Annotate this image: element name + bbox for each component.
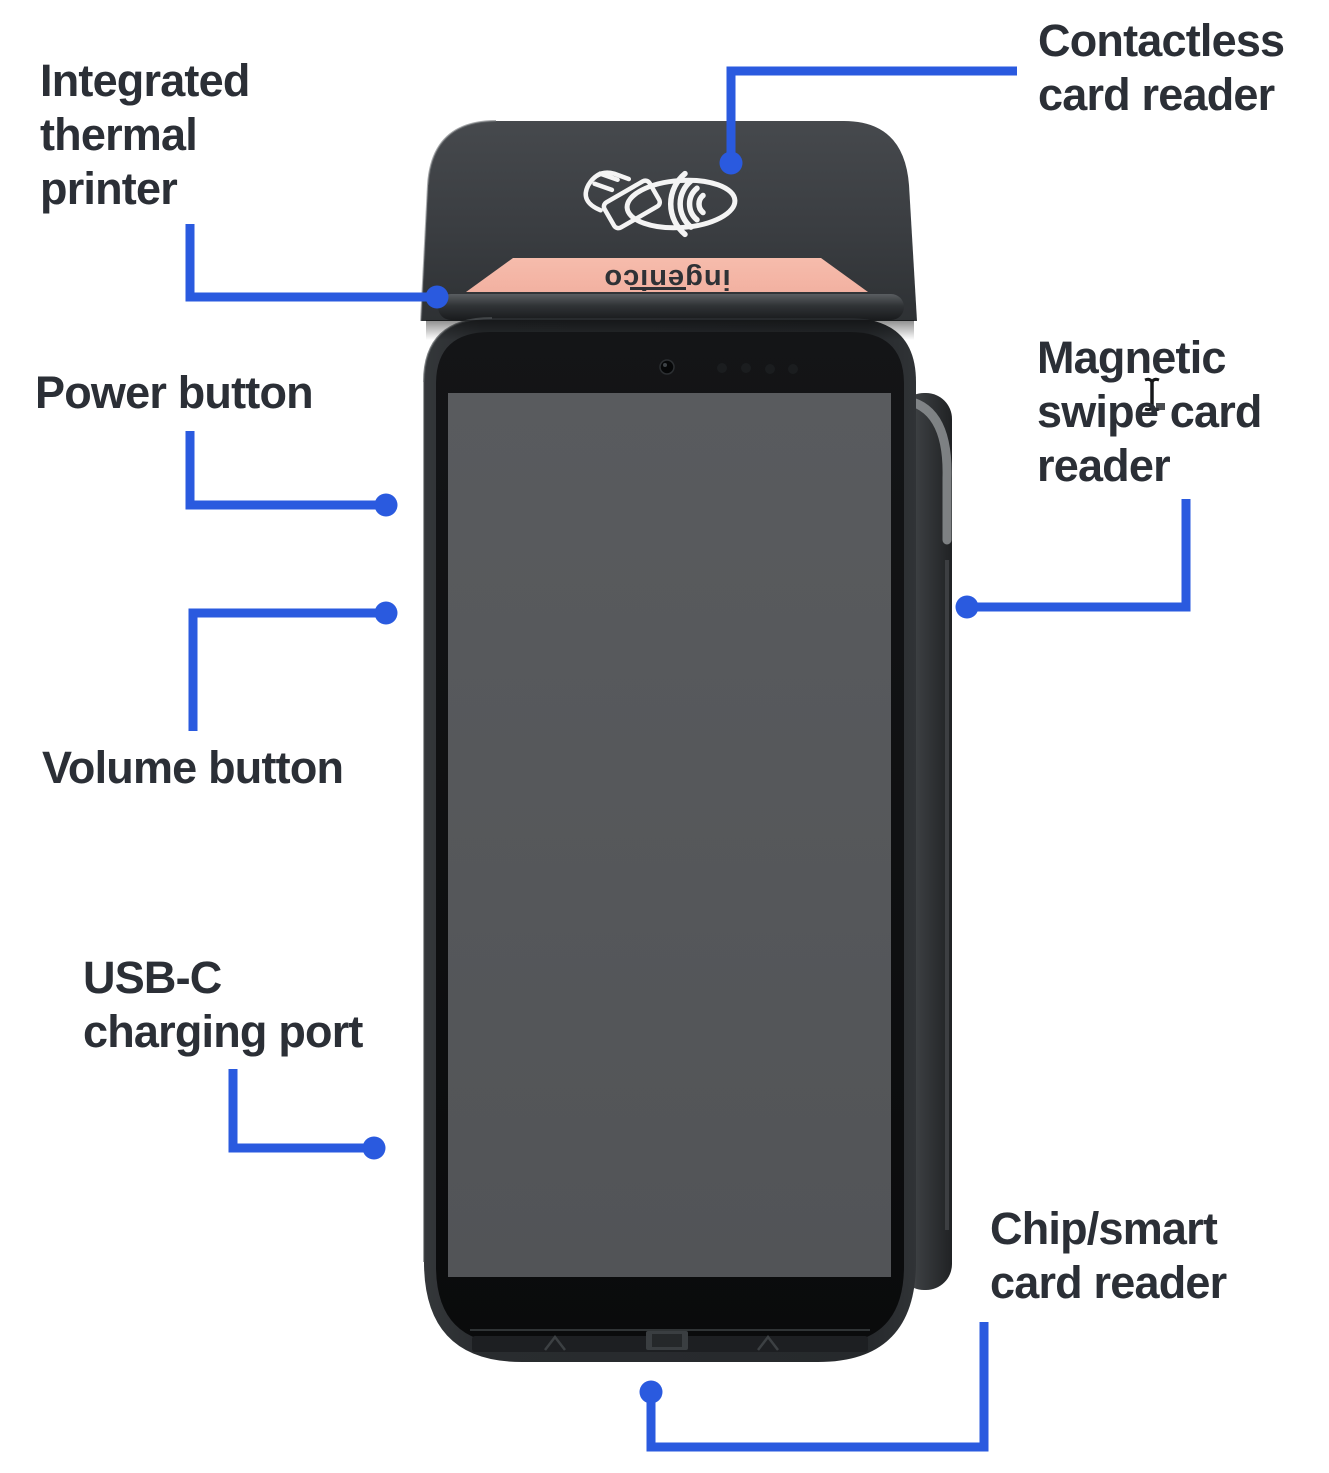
label-line: Integrated: [40, 55, 250, 106]
label-line: Chip/smart: [990, 1203, 1218, 1254]
label-chip-smart-card-reader: Chip/smart card reader: [990, 1202, 1227, 1310]
screen: [448, 393, 891, 1277]
label-magnetic-swipe-card-reader: Magnetic swipe card reader: [1037, 331, 1262, 493]
front-camera-icon: [659, 359, 675, 375]
paper-slot-lip: [438, 294, 904, 320]
label-line: thermal: [40, 109, 198, 160]
label-line: Magnetic: [1037, 332, 1226, 383]
callout-line-chip-reader: [646, 1322, 989, 1452]
label-volume-button: Volume button: [42, 741, 344, 795]
label-line: charging port: [83, 1006, 363, 1057]
label-power-button: Power button: [35, 366, 314, 420]
label-line: Volume button: [42, 742, 344, 793]
callout-dot-chip-reader: [639, 1380, 663, 1404]
callout-line-thermal-printer: [185, 224, 437, 302]
label-line: reader: [1037, 440, 1171, 491]
label-line: card reader: [990, 1257, 1227, 1308]
callout-dot-volume-button: [374, 601, 398, 625]
contactless-payment-icon: [583, 170, 738, 238]
text-cursor-icon: [1144, 377, 1165, 412]
label-line: card reader: [1038, 69, 1275, 120]
printer-paper-band: [466, 258, 868, 292]
callout-dot-thermal-printer: [425, 285, 449, 309]
callout-dot-usb-c-port: [362, 1136, 386, 1160]
callout-line-contactless-reader: [726, 66, 1017, 163]
label-contactless-card-reader: Contactless card reader: [1038, 14, 1285, 122]
label-line: USB-C: [83, 952, 222, 1003]
label-line: Contactless: [1038, 15, 1285, 66]
callout-line-usb-c-port: [228, 1069, 374, 1153]
proximity-sensor-dots: [717, 363, 798, 374]
label-line: printer: [40, 163, 178, 214]
label-line: swipe card: [1037, 386, 1262, 437]
brand-logo-underline: [630, 287, 686, 290]
brand-logo: ingenico: [603, 263, 731, 295]
callout-dot-magnetic-reader: [955, 595, 979, 619]
callout-line-magnetic-reader: [967, 499, 1191, 612]
label-usb-c-charging-port: USB-C charging port: [83, 951, 363, 1059]
callout-dot-contactless-reader: [719, 151, 743, 175]
callout-line-volume-button: [188, 608, 386, 731]
chip-card-slot: [470, 1329, 870, 1352]
callout-dot-power-button: [374, 493, 398, 517]
callout-line-power-button: [185, 431, 386, 510]
label-integrated-thermal-printer: Integrated thermal printer: [40, 54, 250, 216]
label-line: Power button: [35, 367, 314, 418]
